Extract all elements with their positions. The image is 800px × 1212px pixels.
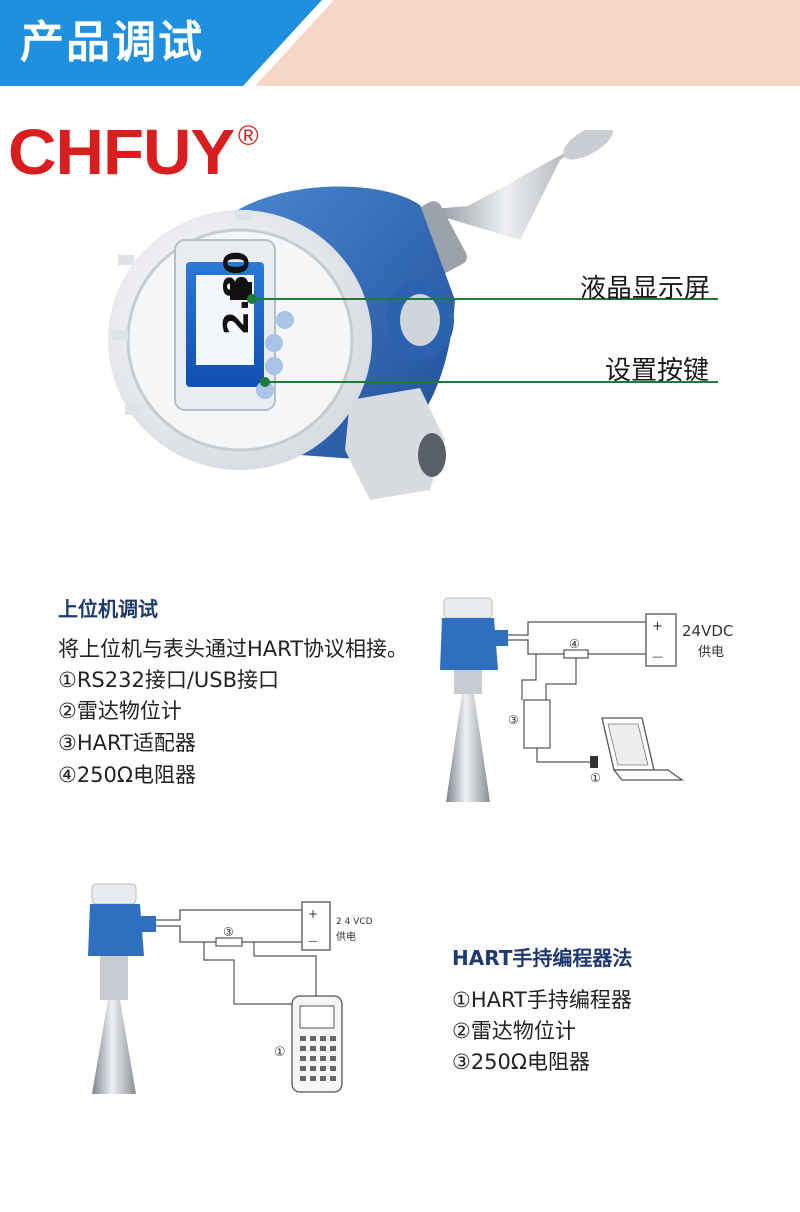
s1-supply-voltage: 24VDC: [682, 622, 733, 640]
section1-line: 将上位机与表头通过HART协议相接。: [58, 637, 409, 661]
s2-plus: +: [308, 907, 318, 921]
registered-mark: ®: [238, 120, 259, 151]
section2-line: ①HART手持编程器: [452, 988, 632, 1012]
s1-marker-port: ①: [590, 771, 601, 785]
section1-title: 上位机调试: [58, 597, 158, 621]
s1-supply-label: 供电: [698, 645, 724, 660]
s2-supply-voltage: 2 4 VCD: [336, 917, 373, 927]
section1-line: ②雷达物位计: [58, 699, 182, 723]
s2-marker-resistor: ③: [223, 925, 234, 939]
s1-marker-resistor: ④: [569, 637, 580, 651]
section1-wiring-diagram: + — 24VDC 供电 ④ ③ ①: [440, 597, 733, 802]
section1-line: ①RS232接口/USB接口: [58, 668, 280, 692]
radar-level-meter-image: 2.80: [108, 130, 718, 500]
callout-lcd-label: 液晶显示屏: [580, 274, 711, 304]
s1-minus: —: [652, 650, 663, 663]
section1-line: ③HART适配器: [58, 731, 196, 755]
callout-keys-label: 设置按键: [605, 356, 710, 386]
s2-supply-label: 供电: [336, 930, 356, 943]
s1-plus: +: [652, 619, 663, 634]
section2-line: ③250Ω电阻器: [452, 1050, 590, 1074]
svg-text:2.80: 2.80: [217, 251, 257, 335]
s2-minus: —: [308, 936, 318, 947]
section2-title: HART手持编程器法: [452, 946, 633, 970]
brand-logo: CHFUY: [8, 116, 235, 188]
section2-line: ②雷达物位计: [452, 1019, 576, 1043]
banner-shape: [0, 0, 334, 86]
section1-line: ④250Ω电阻器: [58, 763, 196, 787]
s2-marker-programmer: ①: [274, 1045, 286, 1060]
page-title: 产品调试: [20, 17, 204, 68]
s1-marker-adapter: ③: [508, 713, 519, 727]
header-banner: 产品调试: [0, 0, 800, 86]
section2-wiring-diagram: + — 2 4 VCD 供电 ③ ①: [88, 883, 373, 1094]
